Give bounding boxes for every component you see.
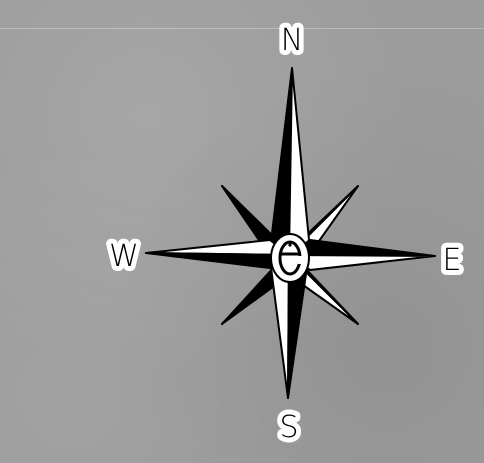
south-label: S (279, 410, 298, 445)
north-point-light (289, 68, 310, 255)
west-label: W (109, 239, 139, 274)
cardinal-points (146, 68, 435, 398)
east-label: E (443, 243, 462, 278)
east-point-light (289, 255, 435, 270)
east-point-dark (289, 240, 435, 256)
west-point-dark (146, 253, 289, 268)
circle-e-glyph-icon (271, 234, 309, 282)
north-label: N (281, 23, 303, 58)
